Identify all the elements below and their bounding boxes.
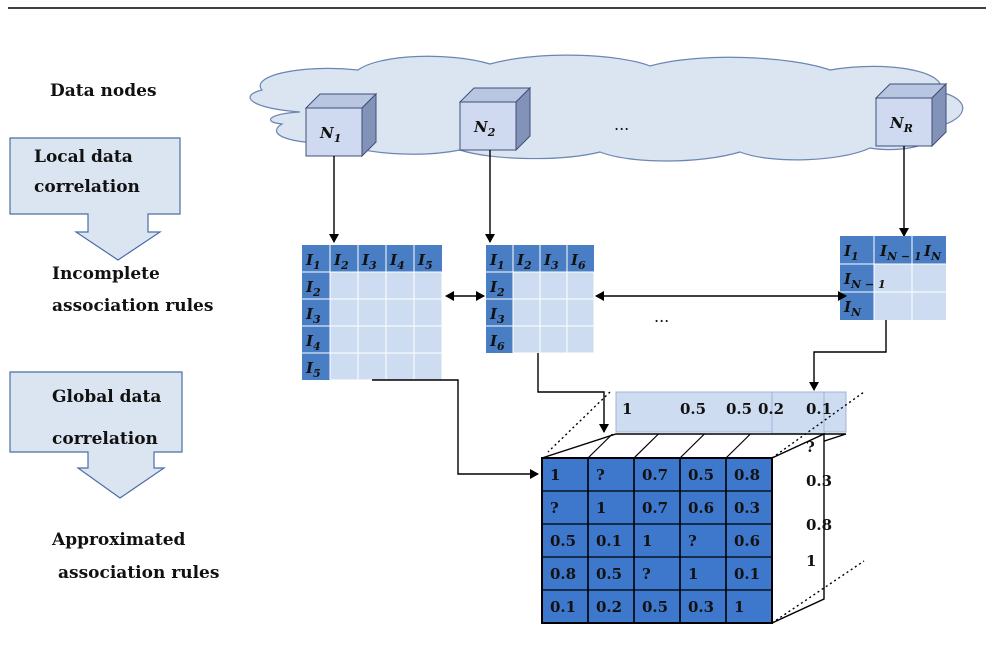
cube-cell-value: 0.3 xyxy=(734,499,760,517)
label-local-line2: correlation xyxy=(34,177,140,197)
matrix-row-header: IN xyxy=(843,298,862,319)
cube-cell-value: 0.5 xyxy=(596,565,622,583)
cube-back-value: 0.1 xyxy=(806,400,832,418)
approx-cube xyxy=(541,391,865,625)
cube-back-value: 1 xyxy=(622,400,632,418)
ellipsis-nodes: ... xyxy=(614,115,629,134)
cube-cell-value: 0.2 xyxy=(596,598,622,616)
label-local-line1: Local data xyxy=(34,147,133,167)
node-nr xyxy=(874,82,948,148)
cube-cell-value: 0.5 xyxy=(642,598,668,616)
label-incomplete-line1: Incomplete xyxy=(52,264,160,284)
node-label: N2 xyxy=(473,118,496,139)
matrix-row-header: I5 xyxy=(305,359,321,380)
global-correlation-arrow xyxy=(9,371,183,499)
cube-side-value: 1 xyxy=(806,552,816,570)
matrix-col-header: I4 xyxy=(389,251,405,272)
cube-cell-value: 1 xyxy=(734,598,744,616)
matrix-row-header: I2 xyxy=(305,278,321,299)
cube-cell-value: 1 xyxy=(550,466,560,484)
ellipsis-matrices: ... xyxy=(654,307,669,326)
cube-cell-value: 0.5 xyxy=(688,466,714,484)
label-local-correlation: Local data correlation xyxy=(34,142,140,202)
cube-top-grid xyxy=(587,433,613,459)
cube-dotted-edge xyxy=(771,391,865,459)
cube-side-value: 0.8 xyxy=(806,516,832,534)
cube-cell-value: 0.3 xyxy=(688,598,714,616)
matrix-row-header: I6 xyxy=(489,332,505,353)
matrix-col-header: I1 xyxy=(305,251,321,272)
node-front xyxy=(305,107,363,157)
cube-cell-value: ? xyxy=(688,532,697,550)
matrix-col-header: I2 xyxy=(333,251,349,272)
node-front xyxy=(459,101,517,151)
matrix-col-header: I3 xyxy=(361,251,377,272)
cube-cell-value: 0.1 xyxy=(596,532,622,550)
matrix-node1 xyxy=(301,244,443,381)
matrix-col-header: I5 xyxy=(417,251,433,272)
cube-cell-value: 0.7 xyxy=(642,466,668,484)
cube-cell-value: ? xyxy=(550,499,559,517)
cube-cell-value: 0.1 xyxy=(734,565,760,583)
cube-cell-value: 0.6 xyxy=(688,499,714,517)
matrix-row-band xyxy=(302,245,330,380)
cube-cell-value: 0.5 xyxy=(550,532,576,550)
arrow-m1-cube xyxy=(372,379,539,479)
label-approx-line2: association rules xyxy=(58,563,220,583)
label-incomplete-line2: association rules xyxy=(52,296,214,316)
label-global-line2: correlation xyxy=(52,429,158,449)
matrix-col-header: I3 xyxy=(543,251,559,272)
cube-cell-value: 1 xyxy=(642,532,652,550)
node-label: N1 xyxy=(319,124,341,145)
matrix-noder xyxy=(840,236,946,320)
cube-cell-value: 0.6 xyxy=(734,532,760,550)
arrow-m2-cube xyxy=(537,353,609,433)
matrix-col-header: IN − 1 xyxy=(879,242,922,263)
label-data-nodes: Data nodes xyxy=(50,81,157,101)
cube-side-value: 0.3 xyxy=(806,472,832,490)
matrix-col-header: I2 xyxy=(516,251,532,272)
cube-top-grid xyxy=(725,433,751,459)
cube-cell-value: ? xyxy=(596,466,605,484)
matrix-col-header: IN xyxy=(923,242,942,263)
label-global-line1: Global data xyxy=(52,387,162,407)
cube-cell-value: ? xyxy=(642,565,651,583)
node-n1 xyxy=(304,92,378,158)
cube-cell-value: 1 xyxy=(688,565,698,583)
matrix-col-header: I6 xyxy=(570,251,586,272)
label-global-correlation: Global data correlation xyxy=(52,376,161,460)
cube-dotted-edge xyxy=(771,560,865,624)
cube-back-value: 0.2 xyxy=(758,400,784,418)
matrix-node2 xyxy=(485,244,595,354)
cube-cell-value: 0.8 xyxy=(734,466,760,484)
cube-cell-value: 0.8 xyxy=(550,565,576,583)
local-correlation-arrow xyxy=(9,137,181,261)
cube-back-value: 0.5 xyxy=(680,400,706,418)
cube-dotted-edge xyxy=(547,391,611,453)
cube-top-grid xyxy=(679,433,705,459)
matrix-row-header: I3 xyxy=(305,305,321,326)
cube-cell-value: 0.7 xyxy=(642,499,668,517)
cube-cell-value: 0.1 xyxy=(550,598,576,616)
matrix-row-header: I2 xyxy=(489,278,505,299)
node-n2 xyxy=(458,86,532,152)
cube-back-value: 0.5 xyxy=(726,400,752,418)
matrix-row-header: I3 xyxy=(489,305,505,326)
arrow-m3-cube xyxy=(809,320,887,391)
matrix-col-header: I1 xyxy=(843,242,859,263)
matrix-row-band xyxy=(840,236,874,320)
matrix-row-header: IN − 1 xyxy=(843,270,886,291)
cube-cell-value: 1 xyxy=(596,499,606,517)
node-label: NR xyxy=(889,114,913,135)
cube-top-grid xyxy=(633,433,659,459)
node-front xyxy=(875,97,933,147)
label-approx-line1: Approximated xyxy=(52,530,186,550)
matrix-col-header: I1 xyxy=(489,251,505,272)
cube-front-face xyxy=(541,457,773,624)
cube-side-value: ? xyxy=(806,438,815,456)
matrix-row-header: I4 xyxy=(305,332,321,353)
